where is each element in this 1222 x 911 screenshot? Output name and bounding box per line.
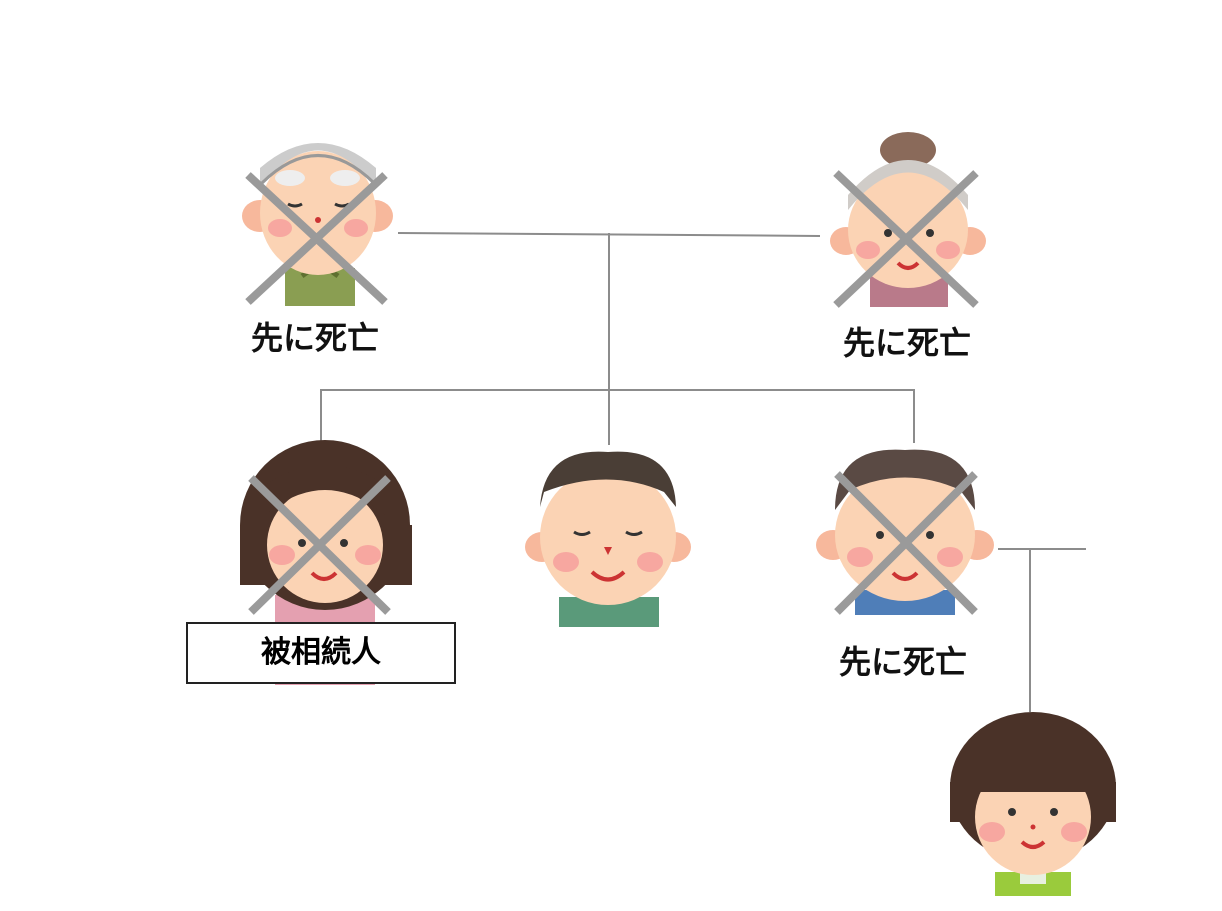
brother-drop-line [608, 389, 610, 445]
grandmother-deceased-cross [833, 170, 979, 308]
grandfather-deceased-cross [245, 172, 388, 305]
brother-illustration [525, 451, 691, 627]
younger-brother-deceased-cross [834, 471, 978, 615]
niece-illustration [950, 712, 1116, 896]
younger-brother-status-label: 先に死亡 [838, 643, 967, 681]
siblings-line [320, 389, 915, 391]
decedent-label-box: 被相続人 [186, 622, 456, 684]
grandmother-status-label: 先に死亡 [842, 324, 971, 362]
decedent-deceased-cross [248, 475, 391, 615]
decedent-drop-line [320, 389, 322, 443]
grandmother-illustration [830, 132, 986, 307]
spouse-line [998, 548, 1086, 550]
grandfather-status-label: 先に死亡 [250, 319, 379, 357]
younger-brother-drop-line [913, 389, 915, 443]
parent-child-line [608, 233, 610, 391]
grandfather-illustration [242, 143, 393, 306]
niece-drop-line [1029, 548, 1031, 712]
